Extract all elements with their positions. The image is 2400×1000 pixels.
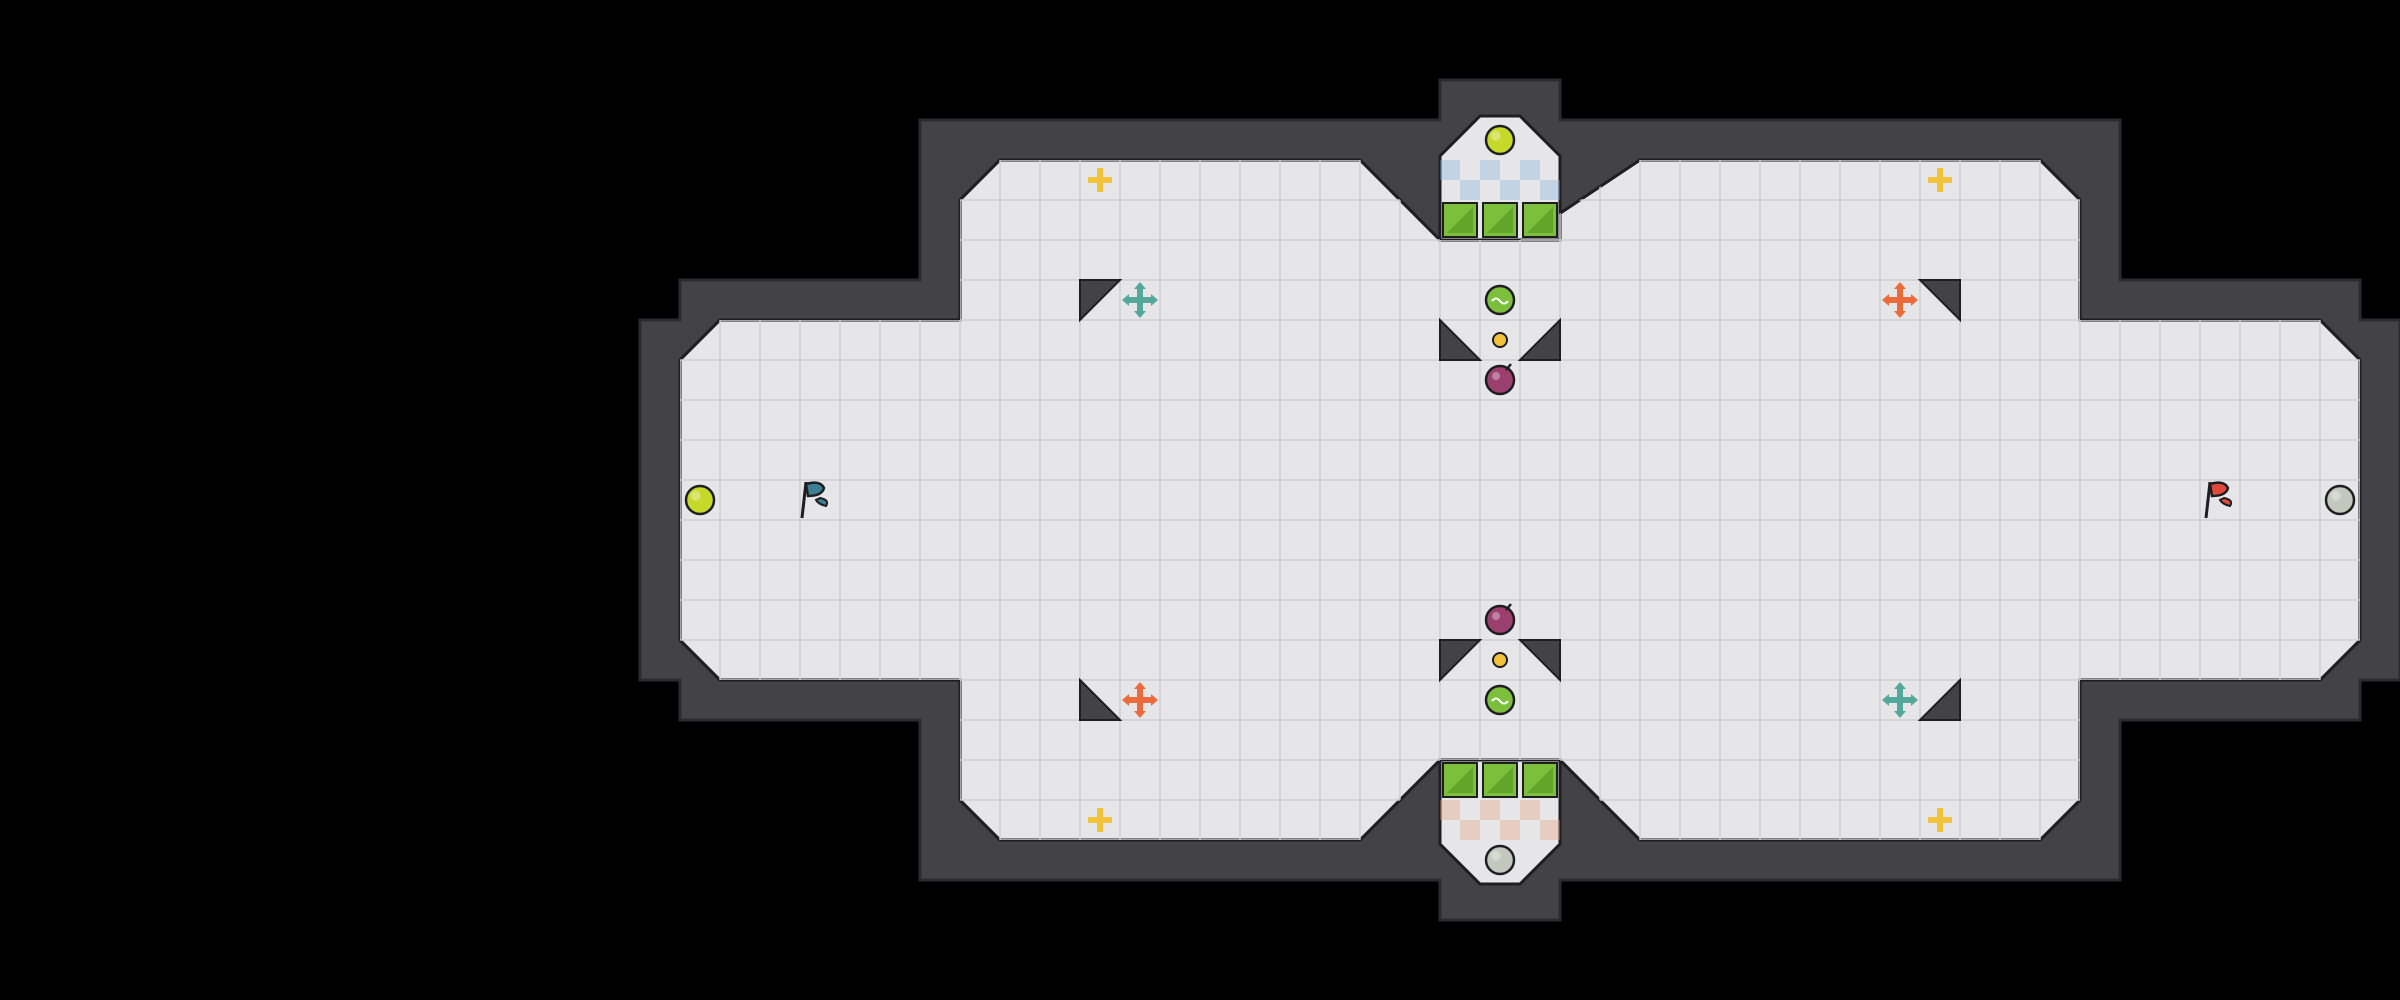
top-gates	[1442, 202, 1558, 238]
spike-icon	[1917, 677, 1961, 721]
team-tile	[1520, 800, 1540, 820]
team-tile	[1540, 180, 1560, 200]
spike-icon	[1517, 639, 1561, 683]
powerup-icon	[2324, 484, 2356, 516]
boost-arrows-icon	[1882, 682, 1918, 718]
red-flag-icon	[2204, 481, 2233, 519]
button-icon	[1492, 332, 1508, 348]
blue-flag-icon	[800, 481, 829, 519]
spike-icon	[1517, 317, 1561, 361]
gate-shade	[1447, 767, 1473, 793]
button-icon	[1484, 284, 1516, 316]
blue-endzone	[1440, 160, 1560, 200]
gate-shade	[1487, 207, 1513, 233]
bomb-icon	[1484, 363, 1516, 396]
red-endzone	[1440, 800, 1560, 840]
spike-icon	[1439, 639, 1483, 683]
team-tile	[1440, 160, 1460, 180]
boost-cross-icon	[1928, 808, 1952, 832]
gate-shade	[1447, 207, 1473, 233]
spike-icon	[1917, 279, 1961, 323]
gate-shade	[1487, 767, 1513, 793]
spike-icon	[1079, 677, 1123, 721]
team-tile	[1460, 180, 1480, 200]
button-icon	[1492, 652, 1508, 668]
spike-icon	[1439, 317, 1483, 361]
boost-arrows-icon	[1882, 282, 1918, 318]
team-tile	[1480, 160, 1500, 180]
boost-cross-icon	[1928, 168, 1952, 192]
team-tile	[1440, 800, 1460, 820]
button-icon	[1484, 684, 1516, 716]
team-tile	[1520, 160, 1540, 180]
bottom-gates	[1442, 762, 1558, 798]
gate-shade	[1527, 767, 1553, 793]
bomb-icon	[1484, 603, 1516, 636]
powerup-icon	[684, 484, 716, 516]
team-tile	[1540, 820, 1560, 840]
boost-cross-icon	[1088, 168, 1112, 192]
boost-arrows-icon	[1122, 282, 1158, 318]
spike-icon	[1079, 279, 1123, 323]
team-tile	[1500, 180, 1520, 200]
boost-cross-icon	[1088, 808, 1112, 832]
boost-arrows-icon	[1122, 682, 1158, 718]
team-tile	[1480, 800, 1500, 820]
gate-shade	[1527, 207, 1553, 233]
team-tile	[1460, 820, 1480, 840]
team-tile	[1500, 820, 1520, 840]
powerup-icon	[1484, 844, 1516, 876]
powerup-icon	[1484, 124, 1516, 156]
